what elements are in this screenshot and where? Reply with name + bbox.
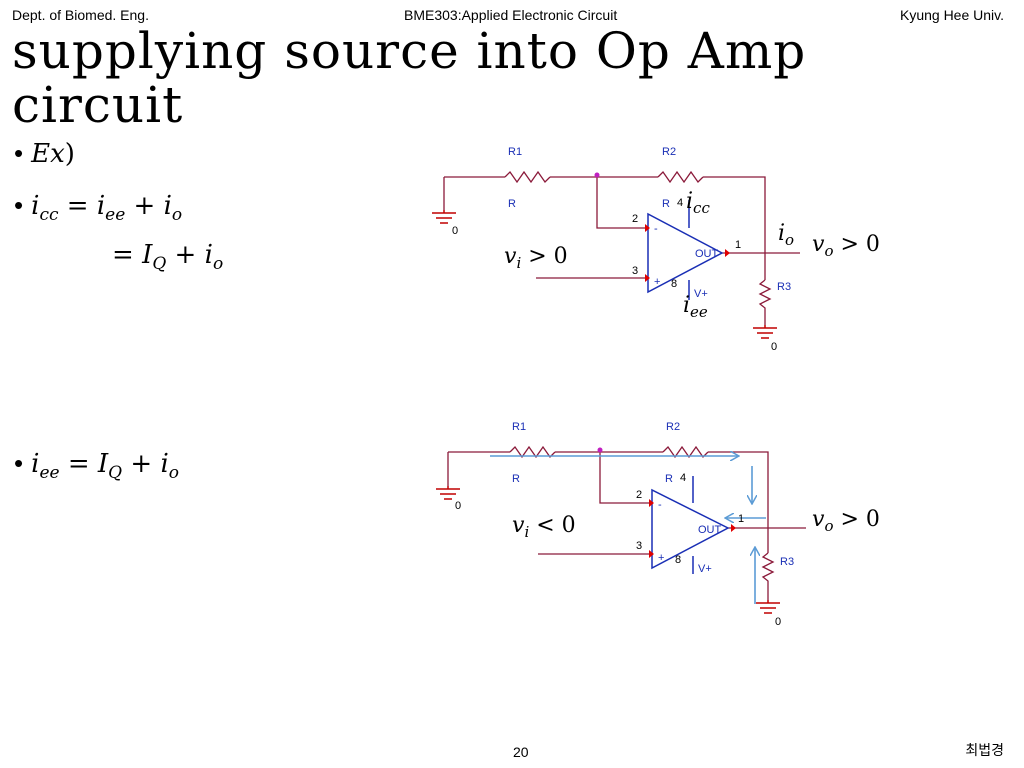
- c1-label-plus: +: [654, 276, 660, 288]
- c1-ground-right: [753, 325, 777, 339]
- c2-ground-right: [756, 600, 780, 614]
- c1-pin-4: 4: [677, 197, 683, 209]
- c1-opamp-triangle: [647, 212, 724, 294]
- c2-resistor-r3: [761, 552, 775, 600]
- bullet-dot-icon: •: [14, 190, 24, 220]
- c1-pin-8: 8: [671, 278, 677, 290]
- footer-author: 최법경: [965, 742, 1004, 758]
- c1-wire-feedback: [703, 176, 766, 280]
- c2-gnd-left-label: 0: [455, 500, 461, 512]
- c1-pin-3: 3: [632, 265, 638, 277]
- header-dept: Dept. of Biomed. Eng.: [12, 7, 149, 23]
- c2-pin-1: 1: [738, 513, 744, 525]
- c1-resistor-r2: [657, 170, 704, 184]
- c1-label-iee: iee: [683, 293, 708, 321]
- c1-label-r1: R1: [508, 146, 522, 158]
- c1-wire-left: [443, 176, 505, 210]
- circuit-2: R1 R2 R R - + OUT V+ R3 4 2 3 1 8 0 0 vi…: [436, 421, 880, 628]
- c2-label-vi: vi < 0: [512, 513, 576, 541]
- c2-pin-8: 8: [675, 554, 681, 566]
- c1-label-r-mid: R: [662, 198, 670, 210]
- c1-label-r-left: R: [508, 198, 516, 210]
- c1-label-out: OUT: [695, 248, 719, 260]
- bullet-example: •Ex): [14, 138, 75, 169]
- c2-label-vo: vo > 0: [812, 507, 880, 535]
- bullet-dot-icon: •: [14, 448, 24, 478]
- c1-ground-left: [432, 210, 456, 224]
- c2-opamp-triangle: [651, 488, 730, 570]
- c2-ground-left: [436, 486, 460, 500]
- c1-label-io: io: [778, 221, 794, 249]
- c1-label-vi: vi > 0: [504, 244, 568, 272]
- c1-resistor-r1: [504, 170, 551, 184]
- c2-pin-3: 3: [636, 540, 642, 552]
- page-number: 20: [513, 744, 529, 760]
- c1-label-vo: vo > 0: [812, 232, 880, 260]
- circuit-1: R1 R2 R R - + OUT V+ R3 4 2 3 1 8 0 0 ic…: [432, 146, 880, 353]
- c1-label-icc: icc: [686, 189, 710, 217]
- c1-gnd-left-label: 0: [452, 225, 458, 237]
- c2-gnd-right-label: 0: [775, 616, 781, 628]
- bullet-icc-equation: •icc = iee + io: [14, 190, 183, 225]
- bullet-dot-icon: •: [14, 138, 24, 168]
- c2-label-r-mid: R: [665, 473, 673, 485]
- c2-input-markers: [649, 499, 736, 558]
- c2-label-plus: +: [658, 552, 664, 564]
- bullet-iee-equation: •iee = IQ + io: [14, 448, 180, 483]
- c1-label-vplus: V+: [694, 288, 708, 300]
- c2-pin-2: 2: [636, 489, 642, 501]
- c2-label-r3: R3: [780, 556, 794, 568]
- c1-gnd-right-label: 0: [771, 341, 777, 353]
- c1-junction-dot: [594, 172, 600, 178]
- c2-label-r2: R2: [666, 421, 680, 433]
- c1-label-r3: R3: [777, 281, 791, 293]
- c2-label-vplus: V+: [698, 563, 712, 575]
- header-course: BME303:Applied Electronic Circuit: [404, 7, 618, 23]
- c1-wire-inverting: [596, 175, 648, 229]
- c2-label-r1: R1: [512, 421, 526, 433]
- c2-pin-4: 4: [680, 472, 686, 484]
- bullet-icc-continuation: = IQ + io: [112, 240, 224, 274]
- c1-pin-2: 2: [632, 213, 638, 225]
- c2-label-r-left: R: [512, 473, 520, 485]
- c2-label-minus: -: [658, 499, 662, 511]
- c2-label-out: OUT: [698, 524, 722, 536]
- c1-pin-1: 1: [735, 239, 741, 251]
- c2-wire-feedback: [708, 451, 769, 553]
- c2-junction-dot: [597, 447, 603, 453]
- slide-title: supplying source into Op Amp circuit: [12, 22, 807, 134]
- c1-resistor-r3: [758, 279, 772, 325]
- c2-wire-left: [447, 451, 510, 486]
- c1-label-r2: R2: [662, 146, 676, 158]
- c2-wire-inverting: [599, 450, 652, 504]
- header-univ: Kyung Hee Univ.: [899, 7, 1004, 23]
- c1-label-minus: -: [654, 223, 658, 235]
